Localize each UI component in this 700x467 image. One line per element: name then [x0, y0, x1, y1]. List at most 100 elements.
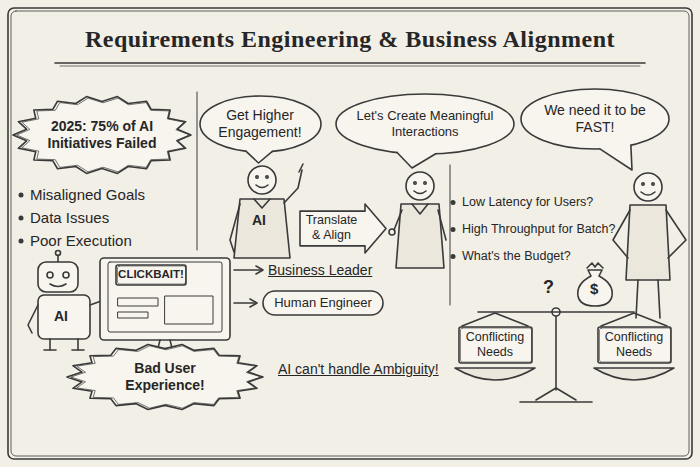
node-text: Translate & Align — [301, 213, 362, 243]
arrow-box-outline — [300, 204, 386, 253]
box-outline — [118, 266, 186, 284]
screen-banner-outline — [116, 265, 186, 285]
robot-badge: AI — [54, 308, 68, 325]
balance-scale — [478, 311, 634, 313]
monitor — [118, 312, 148, 318]
speech-bubble-outline — [200, 96, 321, 163]
pointer-arrow — [234, 269, 262, 271]
engineer-figure — [394, 210, 402, 230]
bullet-item: Data Issues — [30, 209, 109, 227]
node-text: Let's Create Meaningful Interactions — [355, 108, 495, 139]
business-figure — [299, 164, 303, 172]
engineer-figure — [424, 182, 426, 184]
balance-scale — [594, 368, 674, 380]
node-text: Conflicting Needs — [461, 330, 529, 360]
oval-outline — [263, 291, 383, 315]
monitor — [100, 258, 230, 349]
robot-figure — [44, 349, 56, 351]
starburst-callout: 2025: 75% of AI Initiatives Failed — [11, 94, 193, 176]
starburst-callout: Bad User Experience! — [65, 342, 265, 412]
manager-figure — [626, 205, 670, 280]
bubble-tail — [397, 149, 436, 168]
node-text: 2025: 75% of AI Initiatives Failed — [38, 118, 165, 152]
scale-box-outline — [459, 327, 532, 363]
screen-banner: CLICKBAIT! — [115, 264, 187, 286]
role-label: Business Leader — [268, 262, 372, 279]
title: Requirements Engineering & Business Alig… — [0, 26, 700, 53]
pointer-arrow — [234, 266, 263, 307]
arrow-outline — [300, 204, 386, 253]
burst-outline — [17, 98, 190, 172]
bullet-item: Misaligned Goals — [30, 186, 145, 204]
burst-outline — [13, 97, 191, 174]
money-bag — [578, 270, 612, 306]
starburst-callout-outline — [67, 345, 263, 410]
frame — [8, 8, 692, 459]
bullet-item: Low Latency for Users? — [462, 195, 593, 210]
robot-figure — [63, 272, 69, 278]
business-figure — [254, 199, 270, 208]
balance-scale — [462, 313, 528, 326]
scale-box-outline — [598, 327, 671, 363]
starburst-callout-outline — [13, 97, 191, 174]
engineer-figure — [389, 229, 395, 235]
bubble-tail — [397, 152, 436, 168]
bubble-tail — [600, 145, 632, 170]
business-figure — [230, 204, 240, 252]
business-figure — [234, 199, 290, 258]
robot-figure — [38, 295, 90, 339]
balance-scale — [455, 308, 674, 402]
bubble-tail — [600, 142, 632, 170]
robot-figure — [56, 251, 61, 256]
manager-figure — [666, 210, 686, 258]
money-bag — [587, 263, 603, 268]
pointer-arrow — [234, 302, 256, 304]
balance-scale — [520, 401, 592, 403]
bullet-dot — [451, 200, 456, 205]
bullet-item: What's the Budget? — [462, 249, 571, 264]
speech-bubble-outline — [521, 89, 669, 170]
robot-figure — [28, 305, 38, 333]
monitor — [108, 262, 222, 332]
engineer-figure — [412, 204, 428, 214]
monitor — [118, 298, 158, 306]
burst-outline — [71, 346, 261, 408]
frame — [8, 8, 692, 459]
engineer-figure — [414, 191, 426, 194]
engineer-figure — [396, 204, 444, 268]
business-figure — [284, 170, 302, 203]
bullet-dot — [19, 216, 24, 221]
divider-line — [450, 165, 451, 305]
business-figure — [230, 164, 303, 258]
robot-figure — [50, 284, 66, 287]
business-figure — [256, 185, 268, 188]
pointer-arrow — [256, 266, 263, 274]
manager-figure — [658, 280, 660, 318]
box-outline — [460, 328, 531, 362]
manager-figure — [613, 173, 686, 318]
speech-bubble-outline — [336, 94, 514, 168]
dollar-sign: $ — [590, 280, 598, 298]
box-outline — [116, 265, 186, 285]
divider-line — [197, 92, 198, 250]
manager-figure — [652, 183, 654, 185]
divider-line — [60, 66, 640, 67]
pointer-arrow — [250, 299, 257, 307]
bullet-dot — [451, 254, 456, 259]
scale-box: Conflicting Needs — [597, 326, 672, 364]
manager-figure — [613, 210, 630, 258]
arrow-box: Translate & Align — [299, 203, 387, 254]
engineer-figure — [389, 172, 446, 268]
node-text: Bad User Experience! — [93, 360, 237, 394]
scale-box: Conflicting Needs — [458, 326, 533, 364]
manager-figure — [642, 183, 644, 185]
node-text: We need it to be FAST! — [537, 102, 654, 136]
role-oval-outline — [263, 291, 383, 315]
bubble-outline — [200, 96, 321, 152]
speech-bubble: Get Higher Engagement! — [199, 95, 322, 153]
robot-figure — [77, 339, 79, 350]
business-figure — [256, 176, 258, 178]
bubble-tail — [245, 148, 271, 163]
money-bag — [578, 263, 612, 306]
robot-figure — [72, 349, 84, 351]
